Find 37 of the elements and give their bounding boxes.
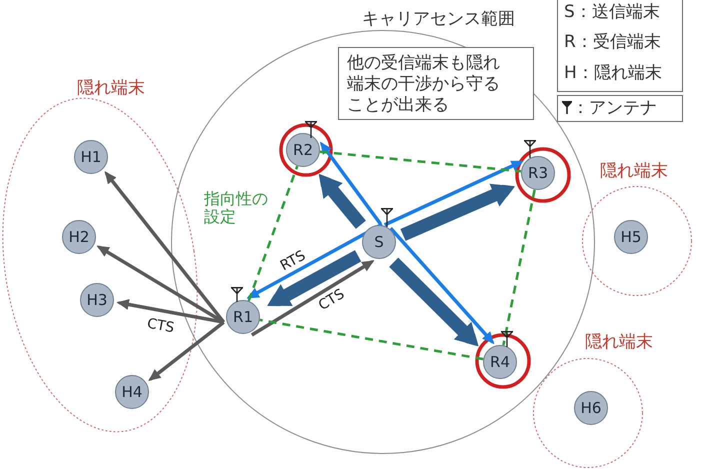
arrow bbox=[104, 171, 226, 324]
region-label: キャリアセンス範囲 bbox=[362, 10, 515, 29]
annotation-text: 指向性の設定 bbox=[204, 190, 269, 226]
legend-text: R：受信端末 bbox=[564, 31, 661, 53]
terminal-node: H4 bbox=[115, 375, 149, 409]
terminal-node: H6 bbox=[574, 391, 608, 425]
arrow bbox=[96, 245, 225, 324]
region-label: 隠れ端末 bbox=[600, 162, 668, 181]
dashed-line bbox=[502, 189, 536, 346]
dashed-line bbox=[320, 150, 522, 173]
terminal-node: H1 bbox=[74, 140, 108, 174]
dashed-line bbox=[259, 318, 484, 360]
terminal-node: H3 bbox=[80, 283, 114, 317]
block-arrow bbox=[389, 258, 479, 346]
legend-text: H：隠れ端末 bbox=[564, 62, 662, 84]
legend-text: ：アンテナ bbox=[572, 97, 657, 119]
terminal-node: R2 bbox=[286, 133, 320, 167]
terminal-node: H5 bbox=[614, 220, 648, 254]
dashed-line bbox=[248, 166, 298, 302]
arrow bbox=[389, 227, 495, 344]
arrow bbox=[384, 160, 524, 226]
region-label: 隠れ端末 bbox=[77, 79, 145, 98]
arrow bbox=[116, 299, 224, 324]
arrow bbox=[320, 142, 382, 226]
block-arrow bbox=[400, 183, 516, 241]
terminal-node: H2 bbox=[62, 220, 96, 254]
arrow bbox=[250, 260, 375, 336]
arrow bbox=[148, 320, 225, 382]
block-arrow bbox=[318, 174, 366, 229]
arrow bbox=[246, 222, 383, 299]
block-arrow bbox=[267, 250, 362, 306]
terminal-node: R1 bbox=[226, 300, 260, 334]
terminal-node: R4 bbox=[483, 345, 517, 379]
terminal-node: S bbox=[362, 225, 396, 259]
region-label: 隠れ端末 bbox=[585, 333, 653, 352]
legend-text: S：送信端末 bbox=[564, 1, 660, 23]
terminal-node: R3 bbox=[521, 156, 555, 190]
